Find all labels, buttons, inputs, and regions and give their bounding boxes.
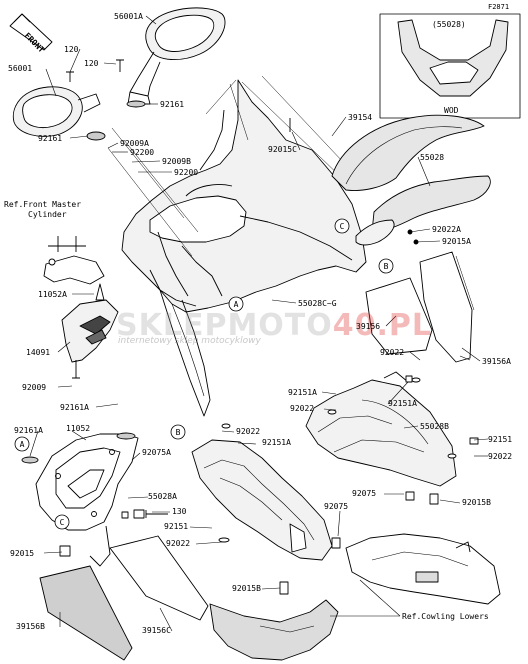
svg-text:A: A (20, 440, 25, 449)
part-label-92015b: 92015B (462, 498, 491, 507)
part-label-92151a-3: 92151A (262, 438, 291, 447)
callout-c-2: C (54, 514, 70, 530)
svg-text:B: B (384, 262, 389, 271)
part-label-39156: 39156 (356, 322, 381, 331)
part-label-92015c: 92015C (268, 145, 297, 154)
part-label-56001a: 56001A (114, 12, 143, 21)
variant-part-label: (55028) (432, 20, 466, 29)
callout-a-2: A (14, 436, 30, 452)
part-label-39154: 39154 (348, 113, 373, 122)
part-label-92161a: 92161A (60, 403, 89, 412)
lower-cowl-right (345, 533, 501, 605)
bolt-130 (145, 510, 168, 518)
panel-39156a (419, 251, 473, 363)
variant-box (379, 13, 521, 119)
bracket-11052a (43, 236, 105, 301)
side-cowl-55028b (305, 371, 457, 487)
part-label-55028b: 55028B (420, 422, 449, 431)
part-label-92151a-1: 92151A (288, 388, 317, 397)
bolt-120-right (116, 59, 124, 72)
part-label-92075a: 92075A (142, 448, 171, 457)
part-label-39156b: 39156B (16, 622, 45, 631)
grommet-92161-right (126, 100, 146, 108)
part-label-92022a: 92022A (432, 225, 461, 234)
grommet-92161-left (86, 131, 106, 141)
part-label-130: 130 (172, 507, 187, 516)
part-label-92200-a: 92200 (130, 148, 155, 157)
part-label-92151-center: 92151 (164, 522, 189, 531)
part-label-92200-b: 92200 (174, 168, 199, 177)
leader-lines (29, 15, 489, 632)
inner-cowl-b (191, 439, 333, 561)
ref-cowling-lowers: Ref.Cowling Lowers (402, 612, 489, 621)
part-label-92075-a: 92075 (352, 489, 377, 498)
svg-text:C: C (340, 222, 345, 231)
bolt-120-left (66, 71, 74, 82)
svg-text:A: A (234, 300, 239, 309)
part-label-92151-right: 92151 (488, 435, 513, 444)
part-label-120-right: 120 (84, 59, 99, 68)
part-label-11052: 11052 (66, 424, 91, 433)
front-arrow (9, 13, 53, 51)
fasteners (121, 375, 479, 595)
part-label-92009b: 92009B (162, 157, 191, 166)
part-label-92009: 92009 (22, 383, 47, 392)
part-label-92151a-2: 92151A (388, 399, 417, 408)
part-label-92161-left: 92161 (38, 134, 63, 143)
part-label-92022-d: 92022 (488, 452, 513, 461)
part-label-92022-e: 92022 (166, 539, 191, 548)
panel-39156c (109, 535, 209, 621)
watermark-logo: SKLEPMOTO40.PL (116, 308, 433, 343)
variant-label: WOD (444, 106, 459, 115)
callout-b: B (378, 258, 394, 274)
part-label-55028a: 55028A (148, 492, 177, 501)
part-label-92161a-left: 92161A (14, 426, 43, 435)
part-label-39156a: 39156A (482, 357, 511, 366)
part-label-92015a: 92015A (442, 237, 471, 246)
mirror-56001a (127, 7, 226, 105)
callout-c: C (334, 218, 350, 234)
part-label-120-left: 120 (64, 45, 79, 54)
part-label-92009a: 92009A (120, 139, 149, 148)
part-label-56001: 56001 (8, 64, 33, 73)
part-label-11052a: 11052A (38, 290, 67, 299)
panel-39156 (365, 277, 433, 355)
mirror-56001 (12, 86, 101, 137)
part-label-92161-right: 92161 (160, 100, 185, 109)
svg-text:C: C (60, 518, 65, 527)
bracket-14091 (61, 299, 119, 379)
diagram-code: F2871 (488, 3, 510, 11)
svg-text:B: B (176, 428, 181, 437)
watermark-tagline: internetowy sklep motocyklowy (118, 336, 261, 346)
part-label-92022-a: 92022 (380, 348, 405, 357)
part-label-92022-c: 92022 (236, 427, 261, 436)
part-label-39156c: 39156C (142, 626, 171, 635)
ref-master-cylinder-1: Ref.Front Master (4, 200, 82, 209)
lower-cowl-center (209, 599, 339, 661)
nut-92015 (59, 545, 71, 557)
grommet-92161a-top (116, 432, 136, 440)
part-label-92015b-bottom: 92015B (232, 584, 261, 593)
part-label-55028: 55028 (420, 153, 445, 162)
callout-a: A (228, 296, 244, 312)
part-label-92015: 92015 (10, 549, 35, 558)
upper-cowling (121, 79, 367, 417)
panel-39156b (39, 565, 133, 661)
callout-b-2: B (170, 424, 186, 440)
part-label-55028cg: 55028C~G (298, 299, 337, 308)
grommet-92161a-left (21, 456, 39, 464)
part-label-92075-b: 92075 (324, 502, 349, 511)
part-label-92022-b: 92022 (290, 404, 315, 413)
windshield-39154 (331, 114, 485, 191)
cowl-55028 (355, 175, 491, 246)
ref-master-cylinder-2: Cylinder (28, 210, 67, 219)
part-label-14091: 14091 (26, 348, 51, 357)
